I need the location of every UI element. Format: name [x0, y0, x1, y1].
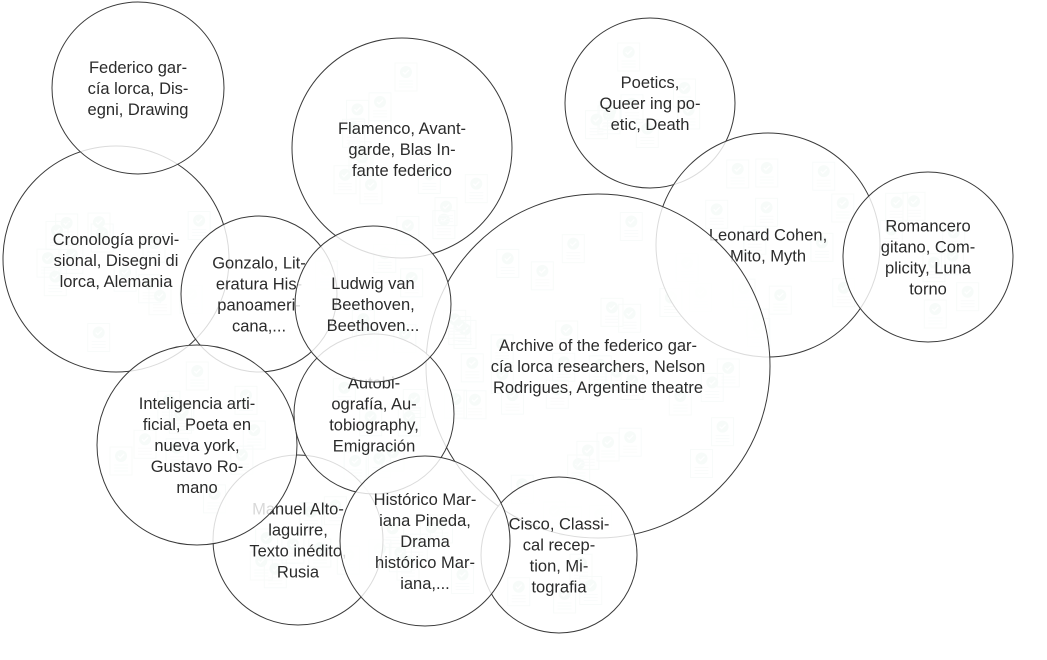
bubble-label-line: fante federico [352, 162, 452, 180]
bubble-label-line: Drama [400, 533, 450, 551]
bubble-label-line: Flamenco, Avant- [338, 120, 466, 138]
bubble-inteligencia[interactable]: Inteligencia arti-ficial, Poeta en nueva … [96, 344, 298, 546]
bubble-label-line: etic, Death [611, 116, 690, 134]
bubble-label-line: Texto inédito, [249, 543, 346, 561]
bubble-circle[interactable] [294, 225, 452, 383]
bubble-label-line: Queer ing po- [600, 95, 701, 113]
bubble-label-line: Gonzalo, Lit- [212, 255, 306, 273]
bubble-label-line: tobiography, [329, 417, 419, 435]
bubble-romancero[interactable]: Romancero gitano, Com-plicity, Luna torno [842, 171, 1014, 343]
bubble-label-line: cía lorca, Dis- [88, 80, 189, 98]
bubble-label-line: iana Pineda, [379, 512, 471, 530]
bubble-cisco[interactable]: Cisco, Classi-cal recep-tion, Mi-tografi… [480, 476, 638, 634]
bubble-circle[interactable] [96, 344, 298, 546]
bubble-flamenco[interactable]: Flamenco, Avant-garde, Blas In-fante fed… [291, 37, 513, 259]
bubble-label: Leonard Cohen, Mito, Myth [709, 227, 827, 266]
bubble-label-line: plicity, Luna [885, 260, 972, 278]
bubble-label-line: cía lorca researchers, Nelson [491, 358, 706, 376]
bubble-historico[interactable]: Histórico Mar-iana Pineda, Drama histórico… [339, 455, 511, 627]
bubble-label: Gonzalo, Lit-eratura His-panoameri-cana,… [212, 255, 306, 336]
bubble-label-line: Cisco, Classi- [509, 516, 610, 534]
bubble-circle[interactable] [339, 455, 511, 627]
bubble-circle[interactable] [842, 171, 1014, 343]
bubble-label-line: tografia [531, 579, 587, 597]
bubble-label-line: lorca, Alemania [60, 273, 174, 291]
bubble-label-line: Poetics, [621, 74, 680, 92]
bubble-label-line: egni, Drawing [88, 101, 189, 119]
bubble-label-line: panoameri- [217, 297, 300, 315]
bubble-label-line: Ludwig van [331, 275, 414, 293]
bubble-label-line: Emigración [333, 438, 416, 456]
bubble-label-line: gitano, Com- [881, 239, 975, 257]
bubble-label: Poetics, Queer ing po-etic, Death [600, 74, 701, 134]
bubble-label-line: Rusia [277, 564, 320, 582]
bubble-label: Archive of the federico gar-cía lorca re… [491, 337, 706, 397]
bubble-circle[interactable] [51, 1, 225, 175]
bubble-label-line: Federico gar- [89, 59, 187, 77]
bubble-label-line: laguirre, [268, 522, 328, 540]
bubble-label-line: histórico Mar- [375, 554, 475, 572]
bubble-label-line: eratura His- [216, 276, 302, 294]
bubble-label-line: mano [176, 479, 217, 497]
bubble-label-line: torno [909, 281, 947, 299]
bubble-cronologia[interactable]: Cronología provi-sional, Disegni di lorca… [2, 145, 230, 373]
bubble-label-line: ficial, Poeta en [143, 416, 251, 434]
bubble-poetics[interactable]: Poetics, Queer ing po-etic, Death [564, 17, 736, 189]
bubble-gonzalo[interactable]: Gonzalo, Lit-eratura His-panoameri-cana,… [180, 215, 338, 373]
bubble-archive[interactable]: Archive of the federico gar-cía lorca re… [425, 193, 771, 539]
bubble-label-line: cana,... [232, 318, 286, 336]
bubble-label: Histórico Mar-iana Pineda, Drama histórico… [374, 491, 477, 593]
bubble-label: Cronología provi-sional, Disegni di lorca… [53, 231, 180, 291]
bubble-label-line: Gustavo Ro- [151, 458, 244, 476]
bubble-label-line: Rodrigues, Argentine theatre [493, 379, 703, 397]
bubble-label: Federico gar-cía lorca, Dis-egni, Drawin… [88, 59, 189, 119]
bubble-lorca-drawing[interactable]: Federico gar-cía lorca, Dis-egni, Drawin… [51, 1, 225, 175]
bubble-label: Cisco, Classi-cal recep-tion, Mi-tografi… [509, 516, 610, 597]
bubble-label-line: garde, Blas In- [348, 141, 455, 159]
bubble-label: Flamenco, Avant-garde, Blas In-fante fed… [338, 120, 466, 180]
bubble-label-line: ografía, Au- [331, 396, 416, 414]
bubble-label-line: iana,... [400, 575, 450, 593]
bubble-label-line: Beethoven, [331, 296, 414, 314]
bubble-label-line: Mito, Myth [730, 248, 806, 266]
bubble-label-line: nueva york, [154, 437, 239, 455]
bubble-label-line: sional, Disegni di [54, 252, 179, 270]
bubble-label-line: Histórico Mar- [374, 491, 477, 509]
bubble-label-line: Beethoven... [327, 317, 420, 335]
bubble-label-line: Inteligencia arti- [139, 395, 255, 413]
bubble-label-line: Archive of the federico gar- [499, 337, 697, 355]
bubble-label-line: Leonard Cohen, [709, 227, 827, 245]
bubble-label-line: tion, Mi- [530, 558, 589, 576]
bubble-label-line: cal recep- [523, 537, 595, 555]
bubble-label-line: Cronología provi- [53, 231, 180, 249]
bubble-circle[interactable] [564, 17, 736, 189]
bubble-label: Romancero gitano, Com-plicity, Luna torno [881, 218, 975, 299]
bubble-label-line: Romancero [885, 218, 970, 236]
bubble-label: Inteligencia arti-ficial, Poeta en nueva … [139, 395, 255, 497]
